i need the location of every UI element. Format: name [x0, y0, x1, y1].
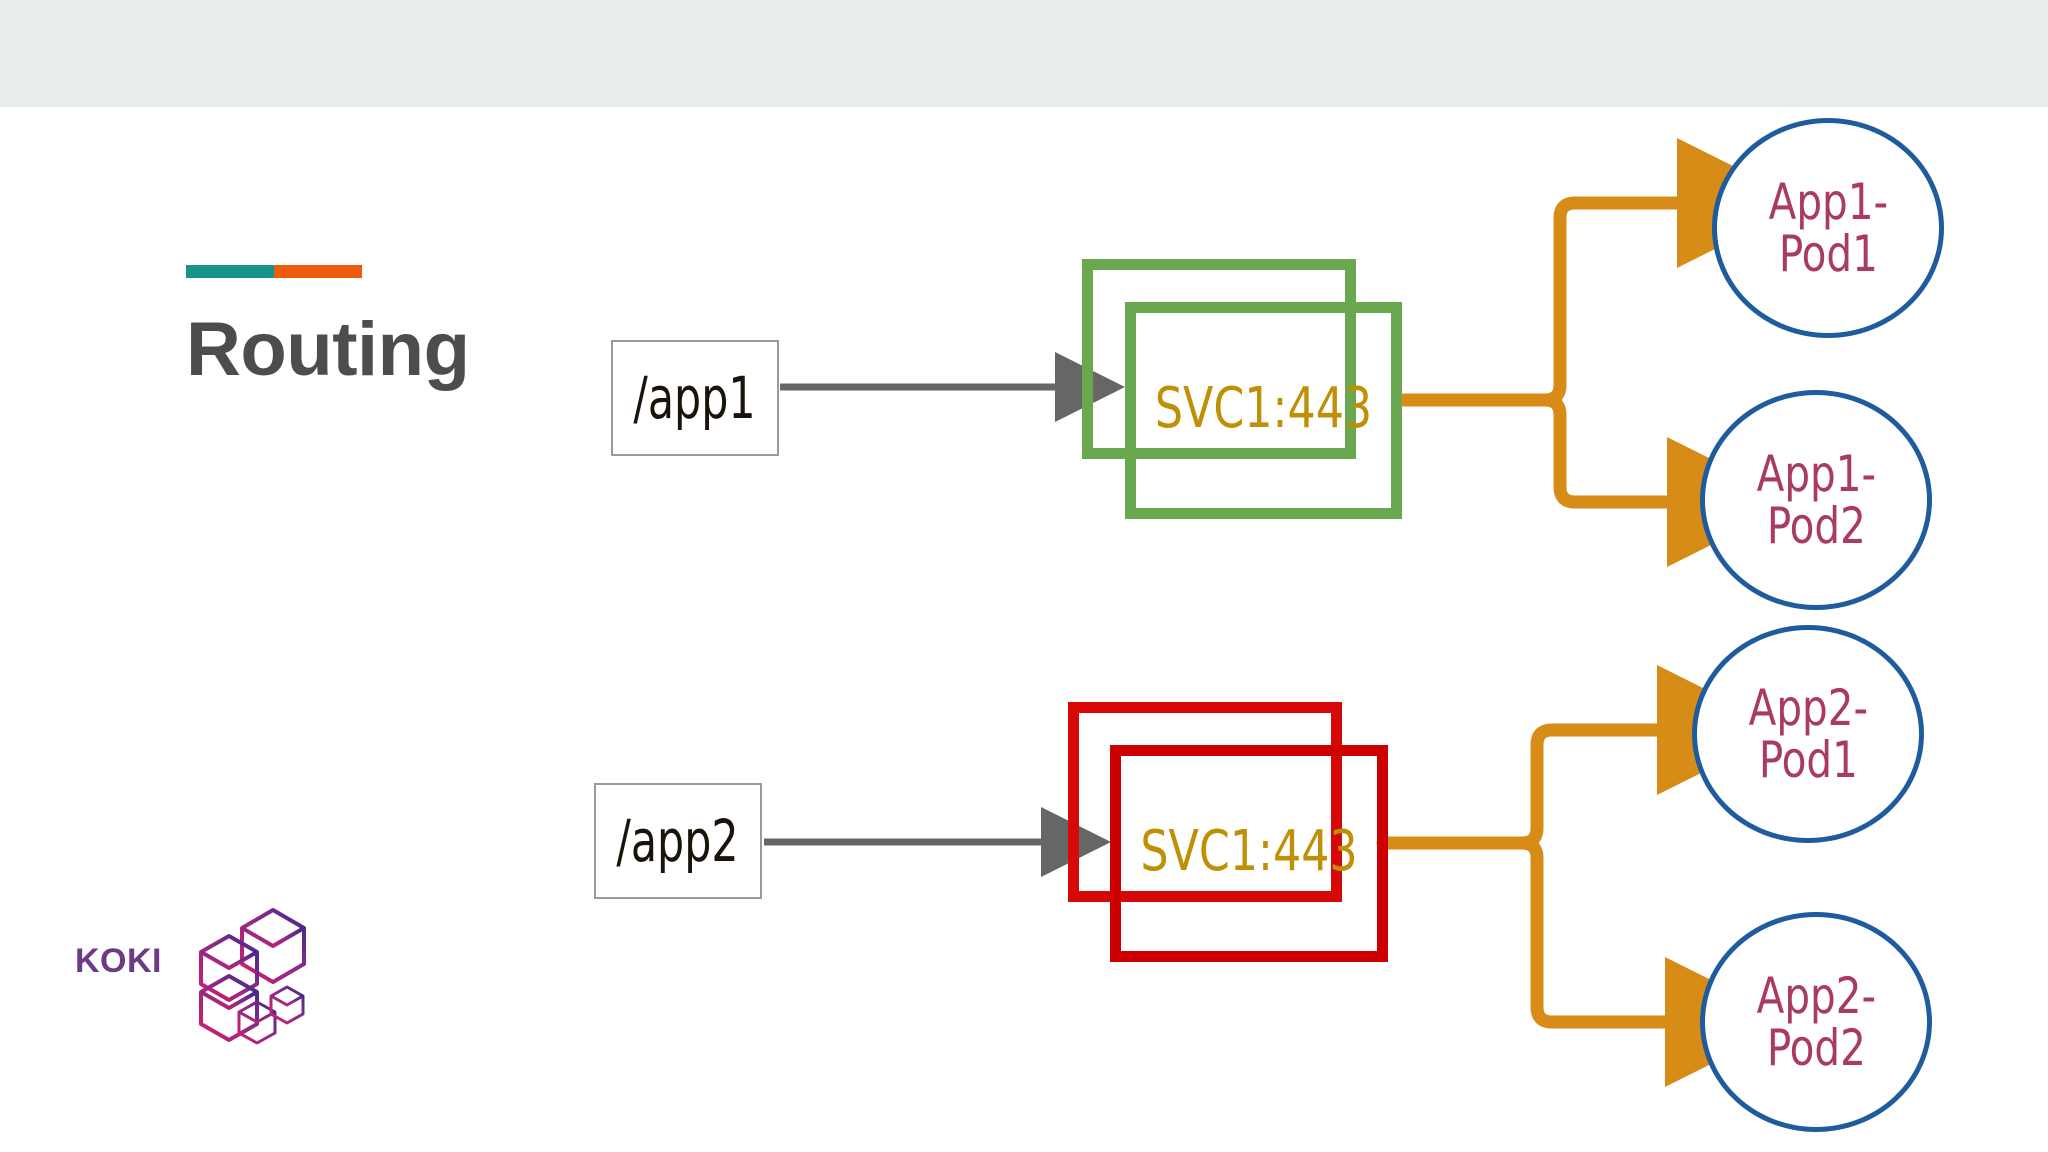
path-box-app1[interactable]: /app1	[611, 340, 779, 456]
connector-svc2-to-app2-pods	[1376, 665, 1795, 1087]
service-stack-app2-front-card	[1110, 745, 1388, 962]
pod-app2-pod1-label: App2- Pod1	[1748, 679, 1868, 789]
service-stack-app1-front-card	[1125, 302, 1402, 519]
connector-svc1-to-app1-pods	[1391, 138, 1807, 567]
title-accent-bar	[186, 265, 362, 278]
pod-app2-pod2-label: App2- Pod2	[1756, 967, 1876, 1077]
service-stack-app1-back-card	[1082, 259, 1356, 459]
path-box-app1-label: /app1	[633, 364, 757, 432]
pod-app1-pod1-label: App1- Pod1	[1768, 173, 1888, 283]
koki-wordmark: KOKI	[75, 942, 162, 980]
accent-bar-left-segment	[186, 265, 274, 278]
pod-app1-pod2[interactable]: App1- Pod2	[1700, 390, 1932, 610]
accent-bar-right-segment	[274, 265, 362, 278]
koki-cube-mark	[199, 908, 306, 1045]
pod-app2-pod2[interactable]: App2- Pod2	[1700, 912, 1932, 1132]
pod-app1-pod2-label: App1- Pod2	[1756, 445, 1876, 555]
service-stack-app2-back-card	[1068, 702, 1342, 902]
service-stack-app2-label: SVC1:443	[1140, 819, 1358, 884]
path-box-app2-label: /app2	[616, 807, 740, 875]
pod-app2-pod1[interactable]: App2- Pod1	[1692, 625, 1924, 843]
page-title: Routing	[186, 307, 470, 392]
koki-logo: KOKI	[75, 900, 306, 1060]
pod-app1-pod1[interactable]: App1- Pod1	[1712, 118, 1944, 338]
path-box-app2[interactable]: /app2	[594, 783, 762, 899]
service-stack-app1-label: SVC1:443	[1154, 376, 1373, 441]
service-stack-app2[interactable]: SVC1:443	[1068, 702, 1388, 962]
slide-top-band	[0, 0, 2048, 107]
service-stack-app1[interactable]: SVC1:443	[1082, 259, 1402, 519]
